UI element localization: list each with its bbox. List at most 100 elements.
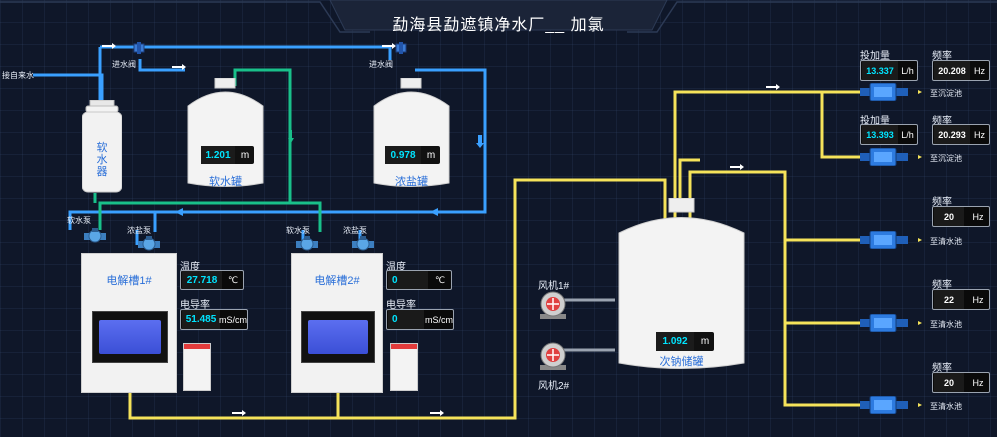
soft-water-pump-2[interactable] <box>296 236 318 257</box>
dose1-freq-value: 20.208 <box>934 61 970 80</box>
dose3-freq-unit: Hz <box>972 211 984 222</box>
dosing-pump-icon <box>860 82 908 102</box>
dose1-freq-unit: Hz <box>974 65 985 76</box>
cell1-temp-meter: 27.718 ℃ <box>180 270 244 290</box>
tank-icon <box>618 197 745 369</box>
dose1-dose-unit: L/h <box>901 65 914 76</box>
cell1-cond-value: 51.485 <box>182 310 220 329</box>
dose5-freq-meter: 20 Hz <box>932 372 990 393</box>
soft-water-pump-1[interactable] <box>84 228 106 249</box>
dosing-pump-3[interactable] <box>860 230 908 254</box>
soft-tank-level-unit: m <box>240 149 250 161</box>
cell1-temp-value: 27.718 <box>182 271 222 289</box>
dose2-freq-meter: 20.293 Hz <box>932 124 990 145</box>
dose1-freq-label: 频率 <box>932 51 952 62</box>
pump-label-cell2-soft: 软水泵 <box>286 226 310 235</box>
dosing-pump-4[interactable] <box>860 313 908 337</box>
cabinet-status-stripe <box>184 344 210 349</box>
pump-icon <box>296 236 318 251</box>
dose2-dose-value: 13.393 <box>862 125 898 144</box>
cell2-temp-unit: ℃ <box>434 274 446 285</box>
cell1-label: 电解槽1# <box>106 275 152 287</box>
dose2-dose-unit: L/h <box>901 129 914 140</box>
dosing-pump-1[interactable] <box>860 82 908 106</box>
dose1-freq-meter: 20.208 Hz <box>932 60 990 81</box>
fan-1[interactable] <box>538 290 568 325</box>
cell2-electrolyte <box>308 320 368 354</box>
soft-tank-level: 1.201 m <box>201 146 254 164</box>
soft-water-tank[interactable]: 1.201 m 软水罐 <box>183 77 268 190</box>
cell1-control-cabinet[interactable] <box>183 343 211 391</box>
hypochlorite-storage-tank[interactable]: 1.092 m 次钠储罐 <box>614 197 749 373</box>
electrolytic-cell-2[interactable]: 电解槽2# <box>291 253 383 393</box>
dose3-freq-meter: 20 Hz <box>932 206 990 227</box>
dose2-dose-meter: 13.393 L/h <box>860 124 918 145</box>
brine-tank-level-value: 0.978 <box>385 146 421 164</box>
electrolytic-cell-1[interactable]: 电解槽1# <box>81 253 177 393</box>
cell1-cond-label: 电导率 <box>180 300 210 311</box>
storage-tank-level-value: 1.092 <box>656 332 694 351</box>
dose2-freq-value: 20.293 <box>934 125 970 144</box>
cell2-control-cabinet[interactable] <box>390 343 418 391</box>
brine-tank-level: 0.978 m <box>385 146 440 164</box>
fan2-label: 风机2# <box>538 381 570 392</box>
dose2-dose-label: 投加量 <box>860 116 890 127</box>
valve-icon <box>395 42 407 54</box>
dose2-freq-label: 频率 <box>932 116 952 127</box>
pump-icon <box>138 236 160 251</box>
fan-icon <box>540 291 566 319</box>
cell1-cond-meter: 51.485 mS/cm <box>180 309 248 330</box>
dose5-freq-unit: Hz <box>972 377 984 388</box>
cell1-temp-unit: ℃ <box>227 274 239 285</box>
storage-tank-level-unit: m <box>700 336 710 347</box>
softener[interactable]: 软水器 <box>81 99 123 193</box>
dose5-destination: 至清水池 <box>930 402 962 411</box>
dose3-freq-label: 频率 <box>932 197 952 208</box>
pump-icon <box>84 228 106 243</box>
valve2-label: 进水阀 <box>369 60 393 69</box>
brine-tank-level-unit: m <box>426 149 436 161</box>
inlet-label: 接自来水 <box>2 71 34 80</box>
softener-label: 软水器 <box>96 142 108 178</box>
dose1-dose-meter: 13.337 L/h <box>860 60 918 81</box>
cell2-label: 电解槽2# <box>314 275 360 287</box>
dose4-freq-value: 22 <box>934 290 964 309</box>
brine-tank[interactable]: 0.978 m 浓盐罐 <box>369 77 454 190</box>
dose3-destination: 至清水池 <box>930 237 962 246</box>
dosing-pump-icon <box>860 230 908 250</box>
dose5-freq-value: 20 <box>934 373 964 392</box>
dosing-pump-icon <box>860 395 908 415</box>
cell2-cond-label: 电导率 <box>386 300 416 311</box>
inlet-valve-2[interactable] <box>395 41 407 54</box>
cell2-cond-meter: 0 mS/cm <box>386 309 454 330</box>
soft-tank-label: 软水罐 <box>209 176 242 188</box>
pump-label-cell1-brine: 浓盐泵 <box>127 226 151 235</box>
cell2-temp-label: 温度 <box>386 262 406 273</box>
dosing-pump-2[interactable] <box>860 147 908 171</box>
cell2-temp-value: 0 <box>388 271 428 289</box>
dose2-freq-unit: Hz <box>974 129 985 140</box>
cell2-temp-meter: 0 ℃ <box>386 270 452 290</box>
brine-pump-2[interactable] <box>352 236 374 257</box>
cell1-cond-unit: mS/cm <box>219 314 247 325</box>
pump-icon <box>352 236 374 251</box>
dose2-destination: 至沉淀池 <box>930 154 962 163</box>
cell2-window <box>301 311 375 363</box>
dose4-freq-label: 频率 <box>932 280 952 291</box>
cell1-electrolyte <box>99 320 161 354</box>
fan-2[interactable] <box>538 341 568 376</box>
brine-pump-1[interactable] <box>138 236 160 257</box>
dose4-freq-unit: Hz <box>972 294 984 305</box>
fan-icon <box>540 342 566 370</box>
dosing-pump-icon <box>860 313 908 333</box>
dose1-dose-label: 投加量 <box>860 51 890 62</box>
inlet-valve-1[interactable] <box>133 41 145 54</box>
dose5-freq-label: 频率 <box>932 363 952 374</box>
dose4-destination: 至清水池 <box>930 320 962 329</box>
storage-tank-label: 次钠储罐 <box>659 356 704 368</box>
valve1-label: 进水阀 <box>112 60 136 69</box>
dosing-pump-5[interactable] <box>860 395 908 419</box>
dose1-destination: 至沉淀池 <box>930 89 962 98</box>
storage-tank-level: 1.092 m <box>656 332 714 351</box>
